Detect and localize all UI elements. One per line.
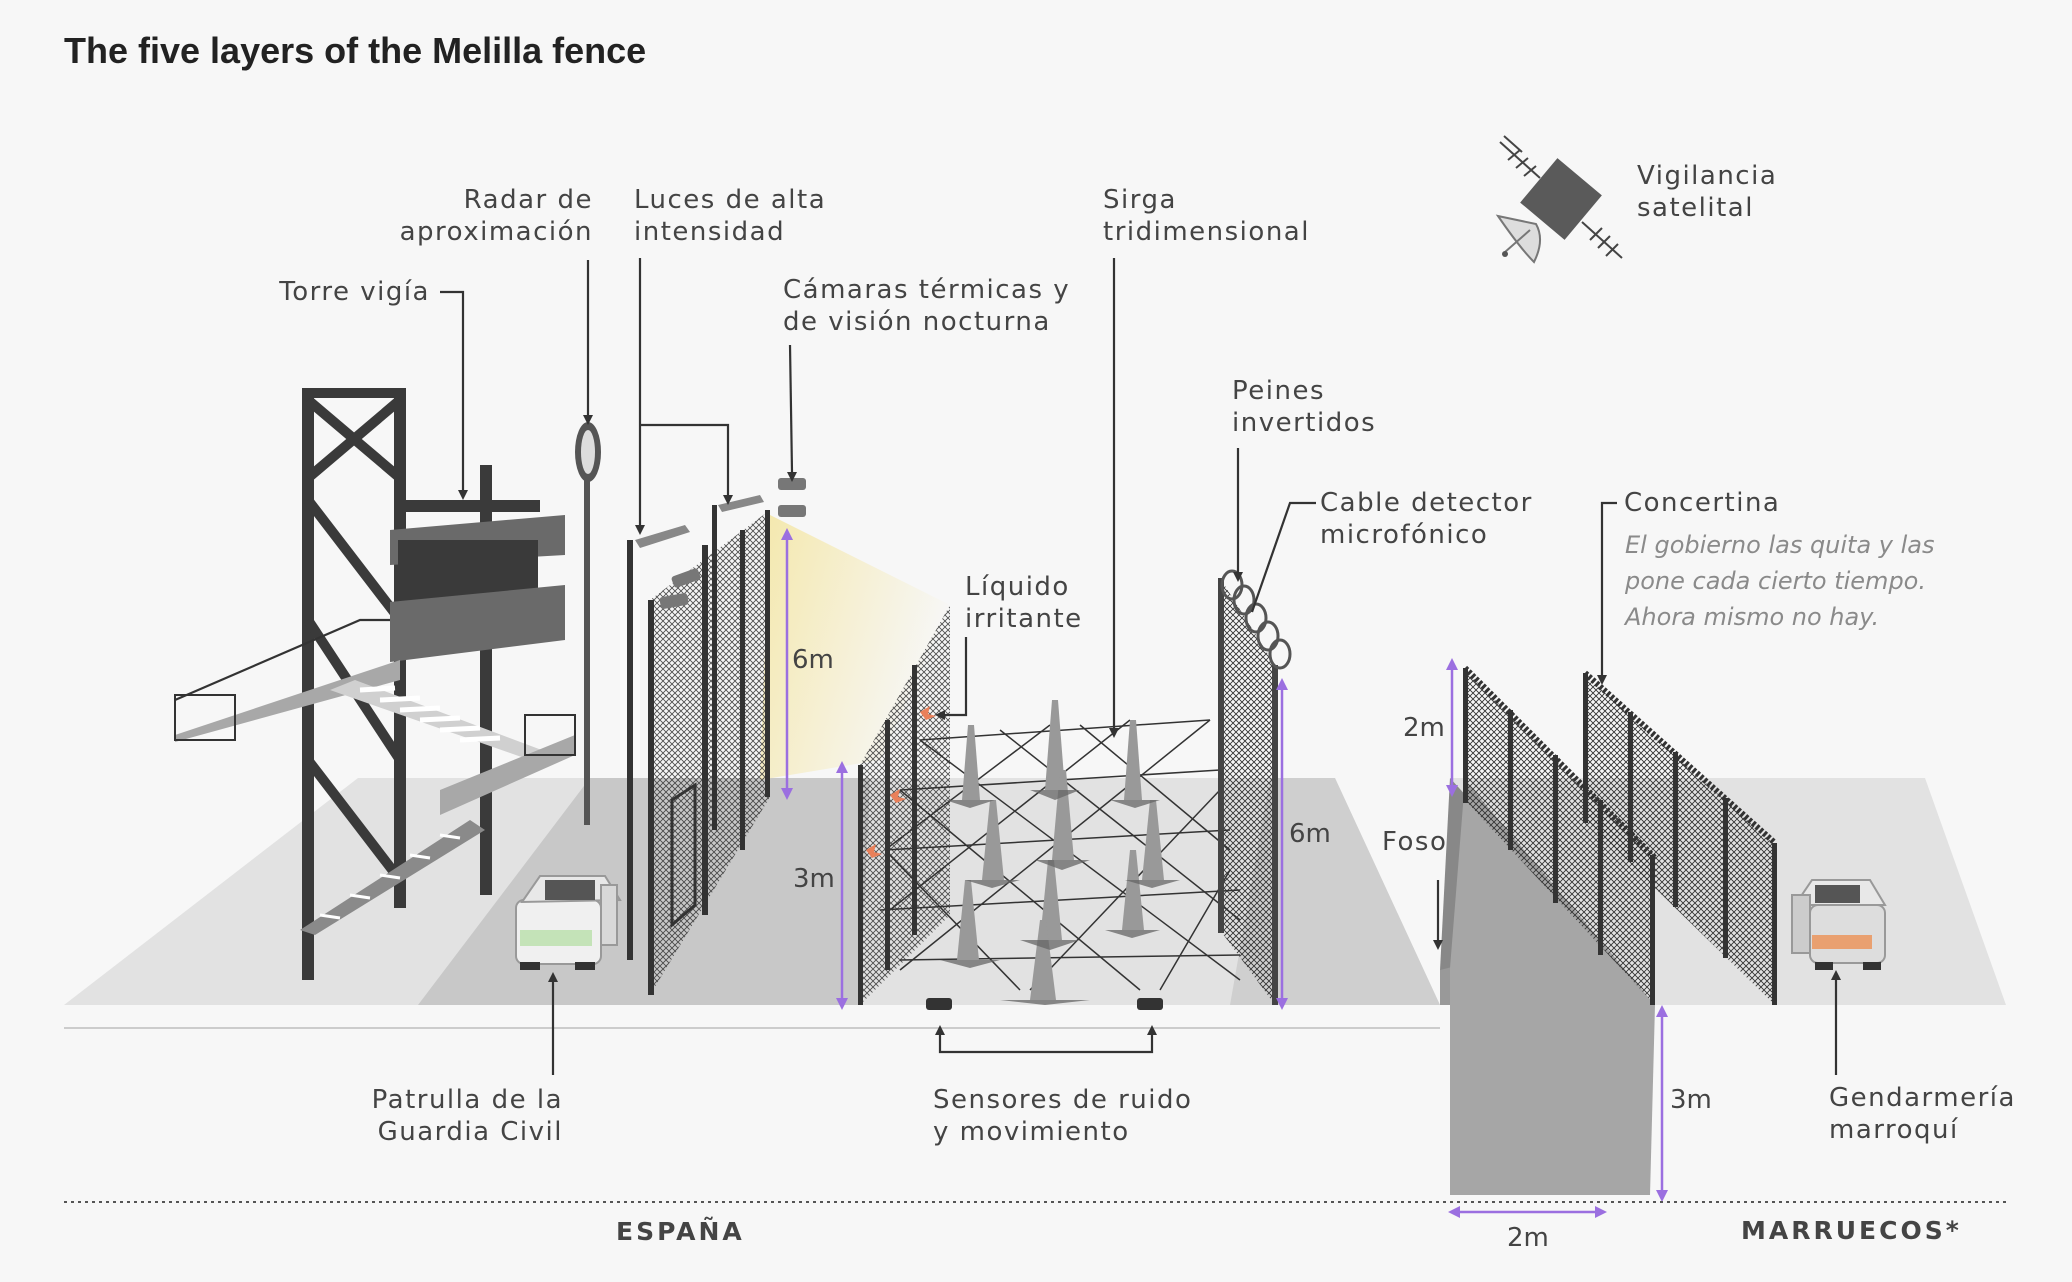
label-camaras-2: de visión nocturna (783, 307, 1051, 337)
label-concertina: Concertina (1624, 488, 1780, 518)
country-spain: ESPAÑA (616, 1217, 745, 1246)
sirga-spikes (957, 700, 1164, 1000)
label-sirga-1: Sirga (1103, 185, 1177, 215)
label-foso: Foso (1382, 827, 1447, 857)
label-vigilancia-1: Vigilancia (1637, 161, 1777, 191)
morocco-fence-1 (1462, 665, 1658, 1005)
label-radar-1: Radar de (464, 185, 593, 215)
guardia-civil-car (515, 875, 622, 970)
leader-lines (440, 258, 1838, 1075)
label-luces-2: intensidad (634, 217, 785, 247)
measure-labels: 6m 3m 6m 2m 3m 2m (792, 645, 1712, 1253)
sirga-bases (940, 790, 1180, 1005)
label-sirga-2: tridimensional (1103, 217, 1310, 247)
label-gendarmeria-1: Gendarmería (1829, 1083, 2016, 1113)
fence-3 (1218, 569, 1292, 1005)
page-title: The five layers of the Melilla fence (64, 30, 646, 71)
concertina-note-1: El gobierno las quita y las (1625, 531, 1935, 559)
label-liquido-1: Líquido (965, 572, 1070, 602)
label-gendarmeria-2: marroquí (1829, 1115, 1959, 1145)
measure-fence3: 6m (1289, 819, 1331, 849)
label-sensores-1: Sensores de ruido (933, 1085, 1192, 1115)
irritant-nozzles (866, 706, 936, 858)
sensors (926, 998, 1163, 1010)
fence-1 (627, 478, 806, 995)
label-radar-2: aproximación (400, 217, 593, 247)
measure-foso-depth: 3m (1670, 1085, 1712, 1115)
light-beam (760, 515, 950, 780)
label-cable-1: Cable detector (1320, 488, 1533, 518)
morocco-fence-2 (1582, 670, 1778, 1005)
dimension-arrowheads (781, 528, 1668, 1218)
dimension-lines (785, 535, 1664, 1214)
concertina-note-3: Ahora mismo no hay. (1623, 603, 1879, 631)
label-luces-1: Luces de alta (634, 185, 826, 215)
label-vigilancia-2: satelital (1637, 193, 1754, 223)
label-peines-1: Peines (1232, 376, 1325, 406)
measure-fence2: 3m (793, 864, 835, 894)
satellite-icon (1495, 135, 1623, 264)
label-patrulla-1: Patrulla de la (372, 1085, 563, 1115)
watch-tower (174, 388, 576, 980)
label-liquido-2: irritante (965, 604, 1083, 634)
peines-coil (1220, 569, 1292, 670)
label-patrulla-2: Guardia Civil (378, 1117, 563, 1147)
concertina-note-2: pone cada cierto tiempo. (1624, 567, 1926, 595)
leader-arrowheads (458, 415, 1841, 1035)
label-sensores-2: y movimiento (933, 1117, 1130, 1147)
measure-foso-width: 2m (1507, 1223, 1549, 1253)
label-torre-vigia: Torre vigía (278, 277, 430, 307)
labels: Torre vigía Radar de aproximación Luces … (278, 161, 2016, 1147)
label-peines-2: invertidos (1232, 408, 1376, 438)
label-cable-2: microfónico (1320, 520, 1488, 550)
gendarmeria-car (1791, 879, 1887, 970)
country-morocco: MARRUECOS* (1741, 1216, 1962, 1245)
fence-2 (858, 605, 950, 1005)
measure-morocco-fence: 2m (1403, 713, 1445, 743)
radar (575, 422, 601, 825)
label-camaras-1: Cámaras térmicas y (783, 275, 1070, 305)
foso (1440, 778, 1655, 1195)
measure-fence1: 6m (792, 645, 834, 675)
